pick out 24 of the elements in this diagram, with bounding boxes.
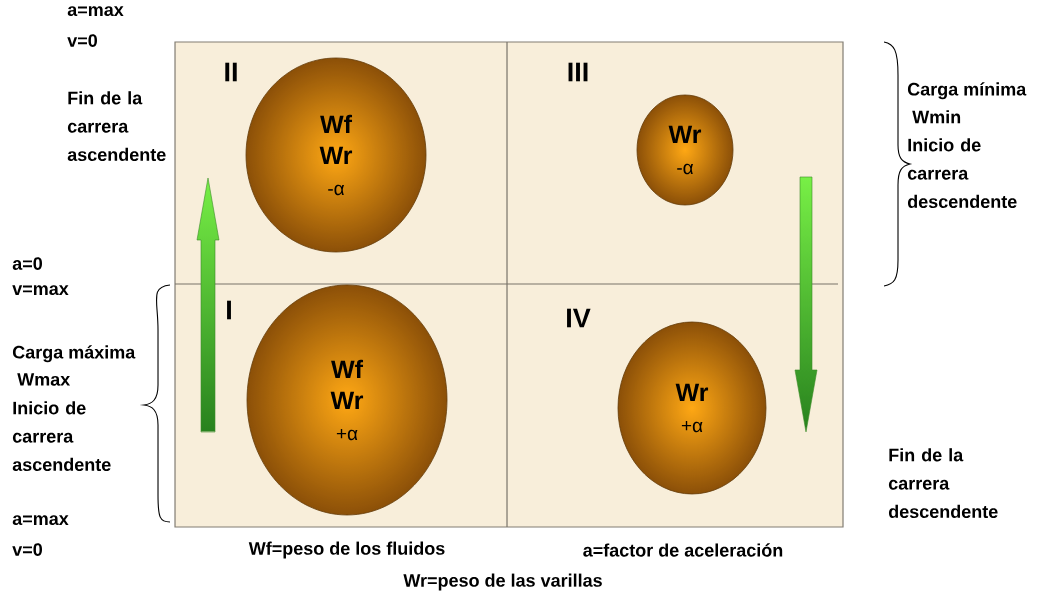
annotation-text: Wf=peso de los fluidos bbox=[248, 541, 445, 559]
annotation-text: Wmin bbox=[912, 110, 961, 124]
annotation-text: Wmax bbox=[17, 373, 71, 386]
annotation-text: a=factor de aceleración bbox=[583, 543, 783, 557]
weight-ball: Wr -α bbox=[636, 94, 734, 206]
quadrant-number: IV bbox=[567, 308, 591, 328]
annotation-text: Fin de la carrera descendente bbox=[888, 448, 998, 518]
annotation-text: Inicio de carrera descendente bbox=[907, 138, 1017, 208]
annotation-text: Carga máxima bbox=[12, 345, 136, 363]
quadrant-number: I bbox=[227, 300, 231, 320]
annotation-text: v=0 bbox=[12, 543, 42, 556]
annotation-text: a=0 bbox=[12, 257, 42, 270]
weight-ball: Wf Wr +α bbox=[246, 284, 448, 516]
annotation-text: v=0 bbox=[67, 34, 97, 47]
annotation-text: a=max bbox=[12, 515, 69, 526]
quadrant-number: III bbox=[568, 62, 588, 82]
annotation-text: Carga mínima bbox=[907, 82, 1027, 100]
annotation-text: Fin de la carrera ascendente bbox=[67, 91, 166, 161]
annotation-text: Wr=peso de las varillas bbox=[403, 573, 602, 591]
weight-ball: Wr +α bbox=[617, 321, 767, 495]
weight-ball: Wf Wr -α bbox=[245, 57, 427, 253]
annotation-text: v=max bbox=[12, 285, 69, 296]
annotation-text: Inicio de carrera ascendente bbox=[12, 401, 111, 471]
annotation-text: a=max bbox=[67, 6, 124, 17]
